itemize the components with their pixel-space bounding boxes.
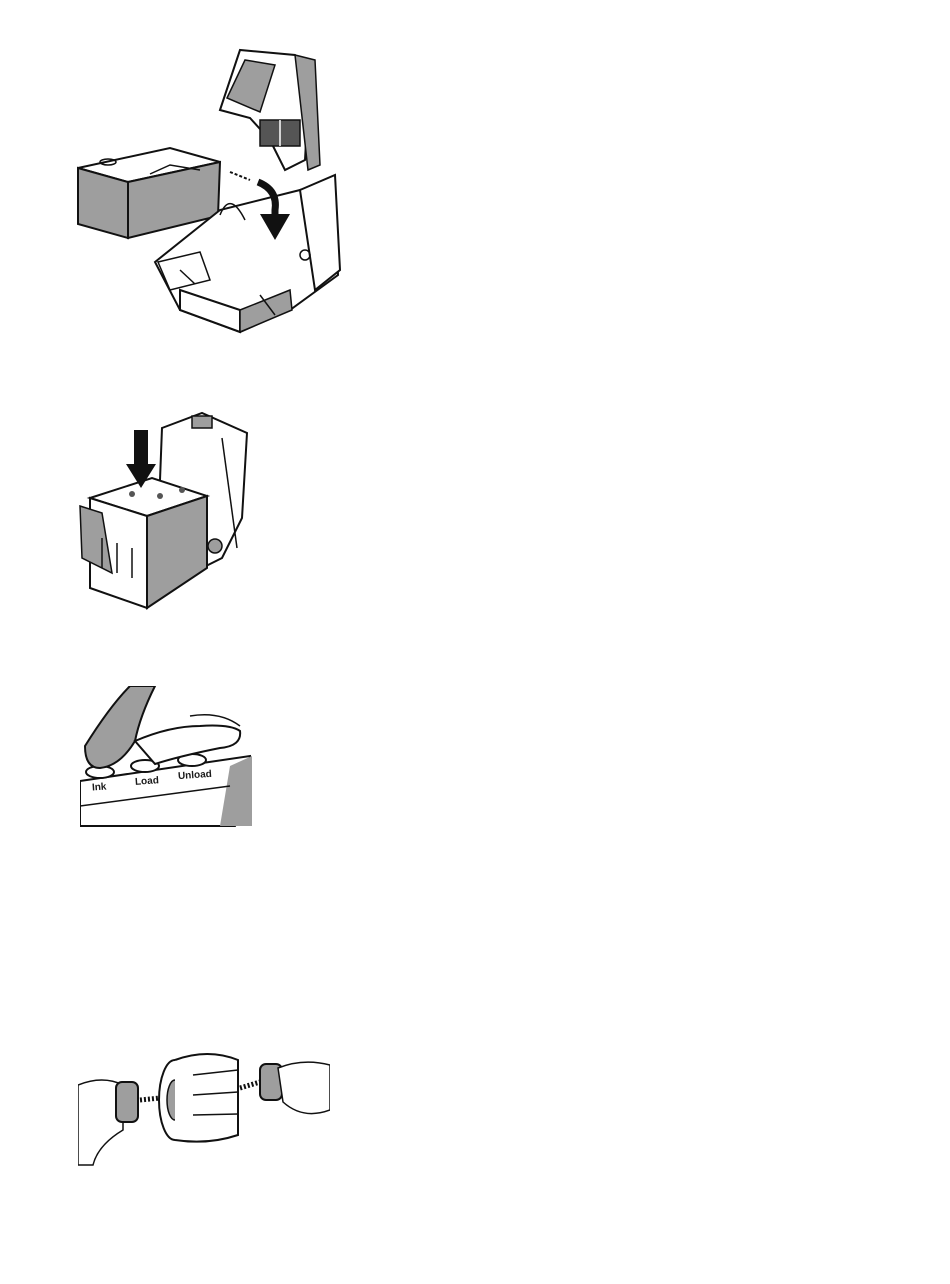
hand-icon xyxy=(85,686,240,768)
ink-cartridge-seated xyxy=(80,478,207,608)
ribbon-roll-illustration xyxy=(78,1040,330,1170)
cartridge-press-illustration xyxy=(72,408,257,618)
ink-cartridge xyxy=(78,148,220,238)
ink-button-label: Ink xyxy=(92,782,107,794)
right-hand-icon xyxy=(278,1062,330,1113)
cartridge-install-illustration xyxy=(70,40,345,340)
carrier-lid xyxy=(220,50,320,170)
unload-button-label: Unload xyxy=(178,769,213,782)
load-button-label: Load xyxy=(135,775,160,788)
control-panel-illustration: Ink Load Unload xyxy=(80,686,252,828)
control-panel-drawing xyxy=(80,686,252,828)
spring-icon xyxy=(240,1082,260,1088)
left-hub xyxy=(116,1082,160,1122)
cartridge-carrier-drawing xyxy=(70,40,345,340)
ribbon-roll-drawing xyxy=(78,1040,330,1170)
cartridge-press-drawing xyxy=(72,408,257,618)
ribbon-roll xyxy=(159,1054,238,1142)
